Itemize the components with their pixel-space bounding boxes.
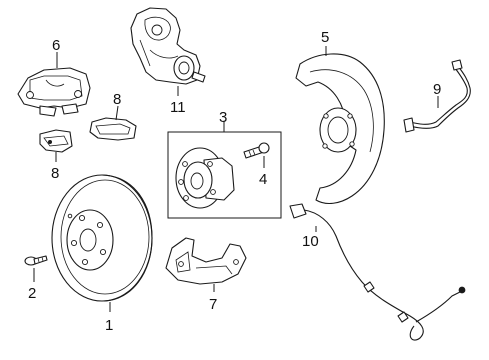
part-11-knuckle	[130, 7, 206, 85]
part-4-bolt	[243, 142, 270, 159]
part-9-brake-hose	[403, 59, 471, 133]
part-2-screw	[24, 255, 48, 266]
part-6-caliper	[17, 67, 91, 117]
part-3-hub-bearing	[175, 147, 235, 209]
callout-2: 2	[28, 285, 36, 302]
callout-9: 9	[433, 81, 441, 98]
callout-5: 5	[321, 29, 329, 46]
part-10-sensor-harness	[289, 203, 466, 341]
callout-8-upper: 8	[113, 91, 121, 108]
callout-6: 6	[52, 37, 60, 54]
part-1-brake-rotor	[51, 174, 153, 302]
callout-4: 4	[259, 171, 267, 188]
callout-10: 10	[302, 233, 319, 250]
part-8-outer-pad	[89, 117, 137, 141]
part-7-caliper-bracket	[165, 237, 247, 285]
part-8-inner-pad	[39, 129, 73, 153]
callout-7: 7	[209, 296, 217, 313]
callout-8-lower: 8	[51, 165, 59, 182]
leader-8-upper	[115, 105, 119, 121]
callout-3: 3	[219, 109, 227, 126]
callout-11: 11	[170, 99, 186, 116]
part-5-splash-shield	[295, 53, 385, 205]
callout-1: 1	[105, 317, 113, 334]
